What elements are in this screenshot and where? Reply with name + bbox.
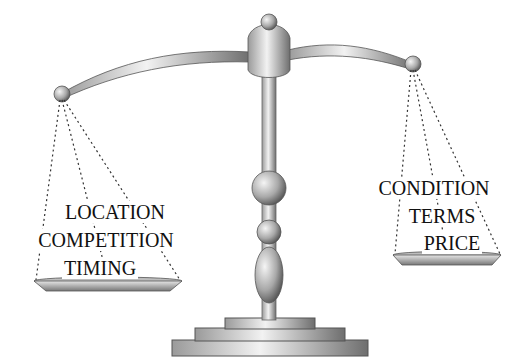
pan-label: TERMS: [407, 205, 478, 227]
pan-label: CONDITION: [376, 177, 491, 199]
pan-label: PRICE: [422, 232, 483, 254]
pan-label: COMPETITION: [36, 229, 176, 251]
pan-label: TIMING: [62, 257, 138, 279]
pan-label: LOCATION: [63, 201, 167, 223]
